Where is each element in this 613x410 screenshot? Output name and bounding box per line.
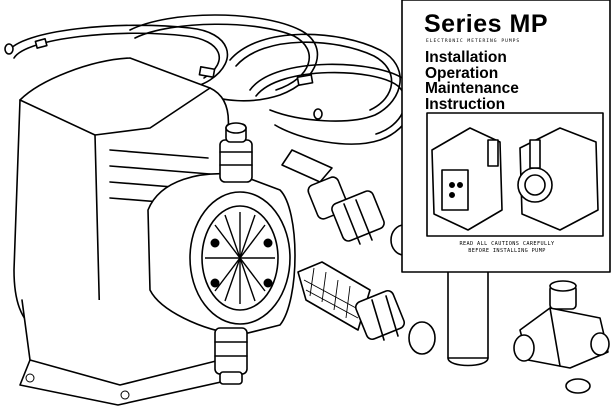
manual-line-installation: Installation [425, 49, 507, 66]
manual-booklet: Series MP ELECTRONIC METERING PUMPS Inst… [402, 0, 611, 272]
manual-line-maintenance: Maintenance [425, 80, 519, 97]
foot-valve-strainer-drawing [297, 261, 436, 355]
injection-valve-drawing [281, 149, 418, 256]
manual-line-instruction: Instruction [425, 95, 506, 113]
manual-booklet-drawing [401, 0, 611, 273]
manual-caution-line-2: BEFORE INSTALLING PUMP [468, 248, 546, 254]
tee-fitting-drawing [513, 280, 610, 369]
o-ring-drawing [565, 378, 591, 394]
metering-pump-drawing [13, 57, 296, 406]
manual-caution: READ ALL CAUTIONS CAREFULLY BEFORE INSTA… [422, 241, 592, 255]
manual-subtitle: ELECTRONIC METERING PUMPS [426, 39, 521, 44]
manual-line-operation: Operation [425, 64, 499, 82]
manual-title: Series MP [424, 10, 549, 38]
manual-heading-lines: Installation Operation Maintenance Instr… [425, 50, 519, 112]
manual-caution-line-1: READ ALL CAUTIONS CAREFULLY [459, 241, 555, 247]
